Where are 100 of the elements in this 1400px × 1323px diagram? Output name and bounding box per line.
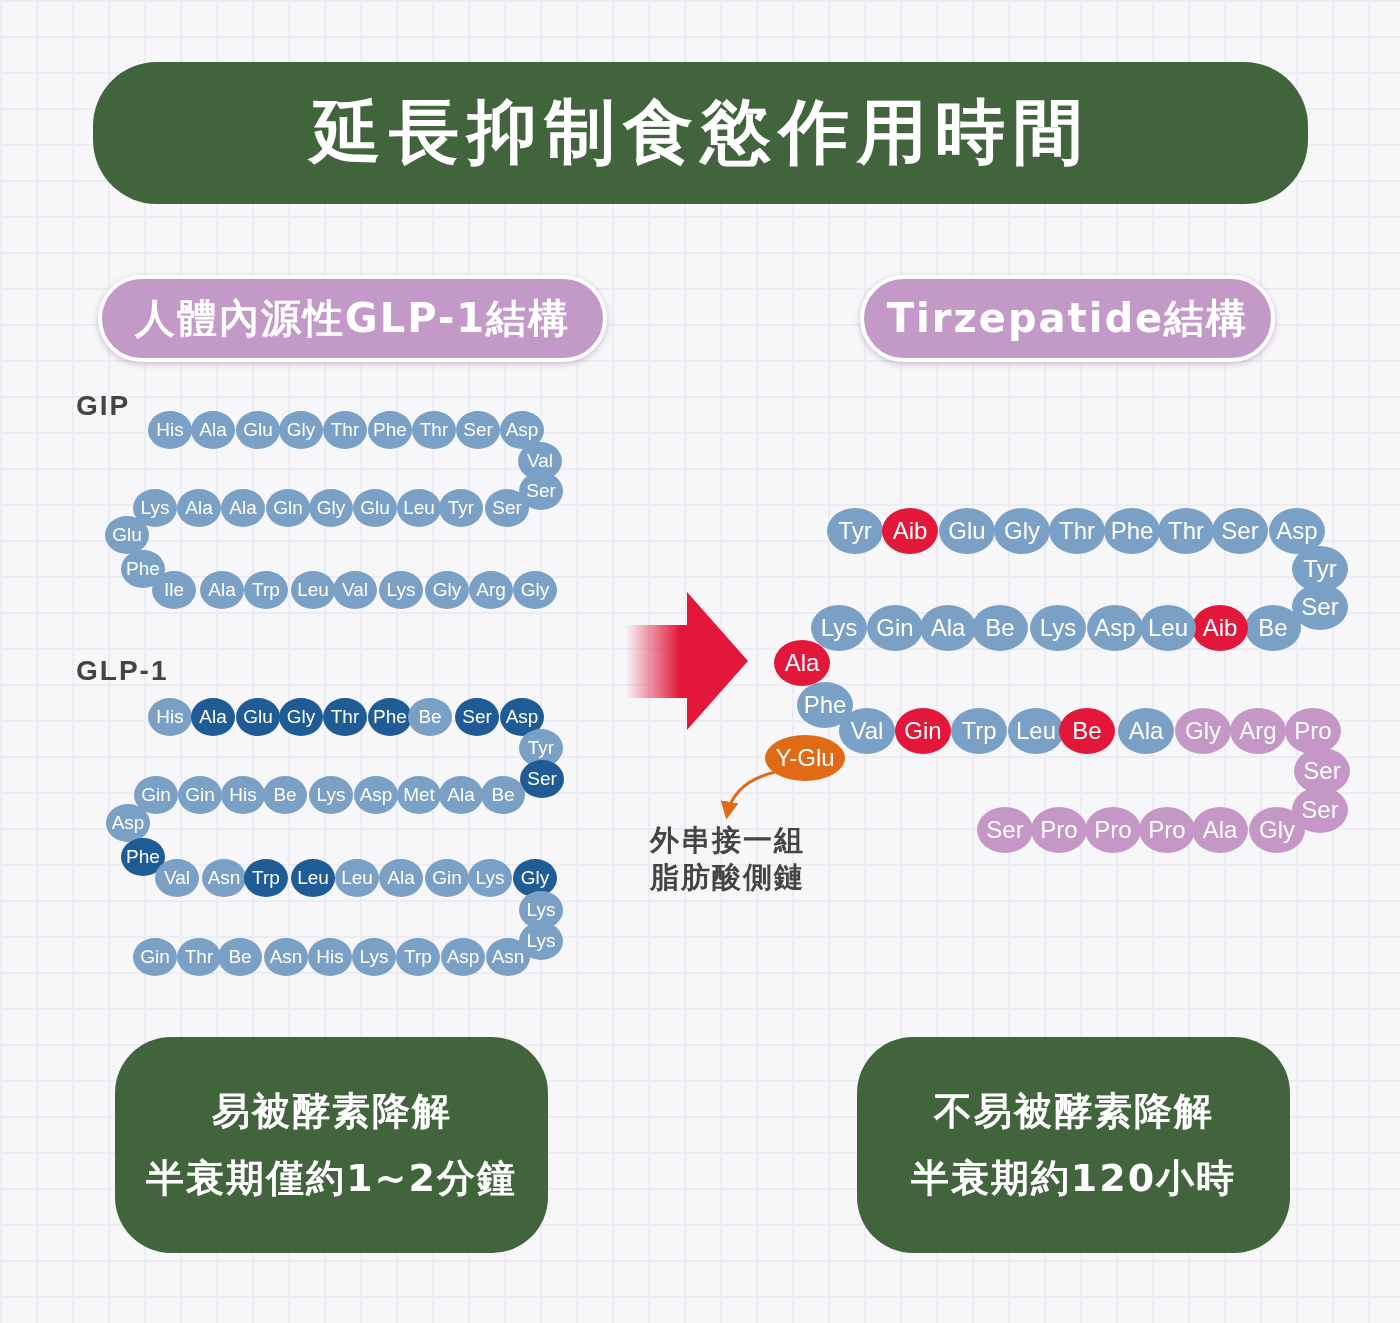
amino-acid-bead: Trp (396, 938, 440, 976)
amino-acid-bead: Gly (513, 571, 557, 609)
amino-acid-bead: Be (263, 776, 307, 814)
amino-acid-bead: Lys (352, 938, 396, 976)
amino-acid-bead: Gin (133, 938, 177, 976)
amino-acid-bead: Asp (106, 804, 150, 842)
title-banner: 延長抑制食慾作用時間 (93, 62, 1308, 204)
amino-acid-bead: Asp (354, 776, 398, 814)
summary-text: 易被酵素降解 (211, 1088, 452, 1135)
amino-acid-bead: Leu (1140, 605, 1196, 651)
amino-acid-bead: Thr (1158, 508, 1214, 554)
amino-acid-bead: Phe (121, 550, 165, 588)
amino-acid-bead: Gin (178, 776, 222, 814)
amino-acid-bead: Ala (439, 776, 483, 814)
summary-text: 半衰期約120小時 (910, 1155, 1237, 1202)
amino-acid-bead: Ala (200, 571, 244, 609)
amino-acid-bead: Met (397, 776, 441, 814)
amino-acid-bead: Gin (895, 708, 951, 754)
amino-acid-bead: Be (481, 776, 525, 814)
amino-acid-bead: Gin (425, 859, 469, 897)
amino-acid-bead: Ala (191, 698, 235, 736)
amino-acid-bead: Asp (1269, 508, 1325, 554)
amino-acid-bead: Phe (1104, 508, 1160, 554)
amino-acid-bead: Tyr (827, 508, 883, 554)
amino-acid-bead: Glu (939, 508, 995, 554)
amino-acid-bead: Lys (379, 571, 423, 609)
amino-acid-bead: Glu (236, 698, 280, 736)
amino-acid-bead: Gly (513, 859, 557, 897)
amino-acid-bead: Asn (264, 938, 308, 976)
amino-acid-bead: Phe (121, 838, 165, 876)
heading-pill: Tirzepatide結構 (860, 275, 1275, 362)
summary-panel (115, 1037, 548, 1253)
amino-acid-bead: Ala (191, 411, 235, 449)
amino-acid-bead: His (148, 411, 192, 449)
amino-acid-bead: Asp (1087, 605, 1143, 651)
amino-acid-bead: Ala (1192, 807, 1248, 853)
amino-acid-bead: Thr (323, 698, 367, 736)
amino-acid-bead: Arg (469, 571, 513, 609)
amino-acid-bead: Glu (353, 489, 397, 527)
amino-acid-bead: Gly (1175, 708, 1231, 754)
amino-acid-bead: His (148, 698, 192, 736)
amino-acid-bead: Leu (397, 489, 441, 527)
amino-acid-bead: Gly (994, 508, 1050, 554)
amino-acid-bead: Lys (468, 859, 512, 897)
amino-acid-bead: Be (408, 698, 452, 736)
amino-acid-bead: Leu (291, 571, 335, 609)
amino-acid-bead: Ala (177, 489, 221, 527)
amino-acid-bead: Be (1059, 708, 1115, 754)
amino-acid-bead: Pro (1285, 708, 1341, 754)
amino-acid-bead: Pro (1085, 807, 1141, 853)
amino-acid-bead: Asp (441, 938, 485, 976)
amino-acid-bead: Thr (1049, 508, 1105, 554)
amino-acid-bead: Phe (368, 411, 412, 449)
amino-acid-bead: Gin (134, 776, 178, 814)
amino-acid-bead: His (221, 776, 265, 814)
amino-acid-bead: Ala (221, 489, 265, 527)
amino-acid-bead: Leu (1008, 708, 1064, 754)
amino-acid-bead: Glu (236, 411, 280, 449)
amino-acid-bead: Pro (1139, 807, 1195, 853)
amino-acid-bead: Gly (279, 411, 323, 449)
amino-acid-bead: Arg (1230, 708, 1286, 754)
amino-acid-bead: Lys (133, 489, 177, 527)
amino-acid-bead: Lys (811, 605, 867, 651)
annotation-text: 外串接一組脂肪酸側鏈 (641, 822, 813, 898)
amino-acid-bead: Aib (882, 508, 938, 554)
amino-acid-bead: Phe (368, 698, 412, 736)
amino-acid-bead: Y-Glu (765, 735, 845, 781)
sequence-label: GLP-1 (76, 655, 169, 687)
amino-acid-bead: Ser (455, 698, 499, 736)
amino-acid-bead: Aib (1192, 605, 1248, 651)
amino-acid-bead: Asp (500, 411, 544, 449)
amino-acid-bead: Lys (1030, 605, 1086, 651)
amino-acid-bead: Gin (867, 605, 923, 651)
amino-acid-bead: Thr (412, 411, 456, 449)
amino-acid-bead: Lys (309, 776, 353, 814)
amino-acid-bead: Val (333, 571, 377, 609)
amino-acid-bead: Be (1245, 605, 1301, 651)
amino-acid-bead: Glu (105, 516, 149, 554)
amino-acid-bead: Thr (177, 938, 221, 976)
summary-text: 半衰期僅約1~2分鐘 (146, 1155, 517, 1202)
amino-acid-bead: Ser (520, 760, 564, 798)
amino-acid-bead: Gly (425, 571, 469, 609)
summary-panel (857, 1037, 1290, 1253)
amino-acid-bead: Tyr (439, 489, 483, 527)
amino-acid-bead: Leu (291, 859, 335, 897)
amino-acid-bead: Gly (279, 698, 323, 736)
amino-acid-bead: Leu (335, 859, 379, 897)
amino-acid-bead: Gly (309, 489, 353, 527)
amino-acid-bead: Ala (774, 640, 830, 686)
amino-acid-bead: Ser (977, 807, 1033, 853)
amino-acid-bead: Ser (456, 411, 500, 449)
amino-acid-bead: Ala (1118, 708, 1174, 754)
amino-acid-bead: Trp (951, 708, 1007, 754)
amino-acid-bead: Asp (500, 698, 544, 736)
amino-acid-bead: Ala (920, 605, 976, 651)
sequence-label: GIP (76, 390, 131, 422)
amino-acid-bead: Pro (1031, 807, 1087, 853)
arrow (721, 770, 776, 820)
amino-acid-bead: Ser (1212, 508, 1268, 554)
amino-acid-bead: Gln (266, 489, 310, 527)
